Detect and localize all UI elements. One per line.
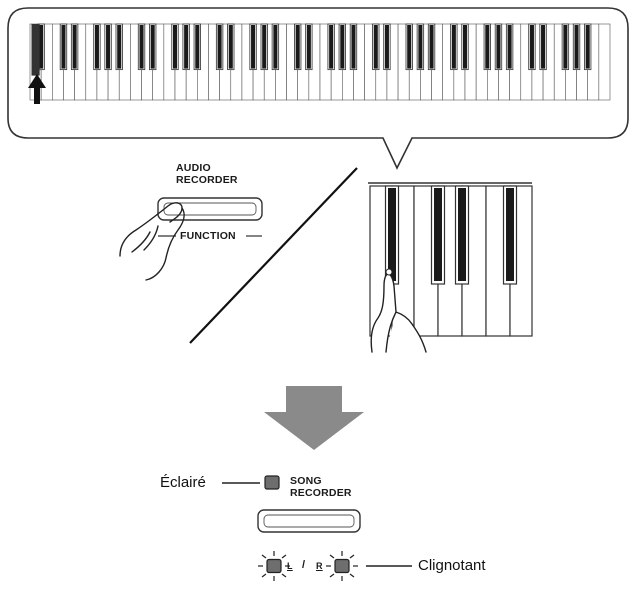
black-key xyxy=(541,25,546,69)
lit-label: Éclairé xyxy=(160,474,206,491)
audio-recorder-title-line2: RECORDER xyxy=(176,174,238,186)
black-key xyxy=(529,25,534,69)
song-recorder-lamp-lit xyxy=(264,475,280,490)
black-key xyxy=(61,25,66,69)
black-key xyxy=(195,25,200,69)
black-key xyxy=(306,25,311,69)
divider-line xyxy=(189,167,358,344)
lowest-key-arrow-icon xyxy=(28,74,46,104)
song-recorder-panel xyxy=(222,475,412,581)
blink-ray xyxy=(261,573,267,578)
black-key xyxy=(351,25,356,69)
blink-ray xyxy=(281,554,287,559)
black-key xyxy=(117,25,122,69)
left-part-symbol: L xyxy=(287,561,293,571)
pressing-hand-left xyxy=(119,202,185,281)
left-part-lamp-blinking xyxy=(258,551,290,581)
black-key xyxy=(251,25,256,69)
black-key xyxy=(184,25,189,69)
audio-recorder-button xyxy=(157,197,263,221)
blink-ray xyxy=(329,573,335,578)
lowest-key-highlight xyxy=(31,24,40,76)
song-recorder-button-inner xyxy=(263,514,355,528)
black-key xyxy=(150,25,155,69)
black-key xyxy=(262,25,267,69)
blink-ray xyxy=(329,554,335,559)
black-key xyxy=(451,25,456,69)
part-separator: / xyxy=(302,559,306,571)
black-key xyxy=(94,25,99,69)
audio-recorder-title-line1: AUDIO xyxy=(176,162,211,174)
black-key xyxy=(217,25,222,69)
keyboard-callout xyxy=(7,7,629,170)
black-key xyxy=(106,25,111,69)
right-part-lamp-blinking xyxy=(326,551,358,581)
black-key xyxy=(139,25,144,69)
full-keyboard xyxy=(29,23,611,101)
zoomed-keyboard xyxy=(368,182,533,353)
black-key xyxy=(462,25,468,69)
black-key xyxy=(407,25,412,69)
song-recorder-button xyxy=(257,509,361,533)
audio-recorder-panel xyxy=(119,197,263,281)
black-key xyxy=(373,25,378,69)
black-key xyxy=(172,25,178,69)
zoomed-keys xyxy=(369,185,533,337)
black-key xyxy=(329,25,334,69)
blink-ray xyxy=(281,573,287,578)
black-key xyxy=(418,25,423,69)
black-key xyxy=(574,25,579,69)
blink-ray xyxy=(349,573,355,578)
black-key xyxy=(72,25,77,69)
black-key xyxy=(295,25,300,69)
audio-recorder-title: AUDIO RECORDER xyxy=(176,162,238,186)
blink-ray xyxy=(349,554,355,559)
right-part-symbol: R xyxy=(316,561,323,571)
black-key xyxy=(39,25,44,69)
song-recorder-title: SONG RECORDER xyxy=(290,475,352,499)
black-key xyxy=(429,25,434,69)
zoomed-black-key xyxy=(506,188,514,281)
black-key xyxy=(228,25,233,69)
white-key xyxy=(598,23,611,101)
black-key xyxy=(340,25,345,69)
blink-lamp xyxy=(334,558,350,574)
black-key xyxy=(585,25,590,69)
song-recorder-title-line2: RECORDER xyxy=(290,487,352,499)
fingertip-marker xyxy=(385,268,393,276)
black-key xyxy=(273,25,278,69)
black-key xyxy=(485,25,490,69)
blink-label: Clignotant xyxy=(418,557,486,574)
song-recorder-title-line1: SONG xyxy=(290,475,322,487)
function-label: FUNCTION xyxy=(180,230,236,242)
black-key xyxy=(563,25,568,69)
black-key xyxy=(496,25,501,69)
zoomed-black-key xyxy=(434,188,442,281)
blink-ray xyxy=(261,554,267,559)
black-key xyxy=(384,25,389,69)
zoomed-black-key xyxy=(458,188,466,281)
down-arrow-icon xyxy=(264,386,364,450)
black-key xyxy=(507,25,512,69)
zoomed-black-key xyxy=(388,188,396,281)
blink-lamp xyxy=(266,558,282,574)
